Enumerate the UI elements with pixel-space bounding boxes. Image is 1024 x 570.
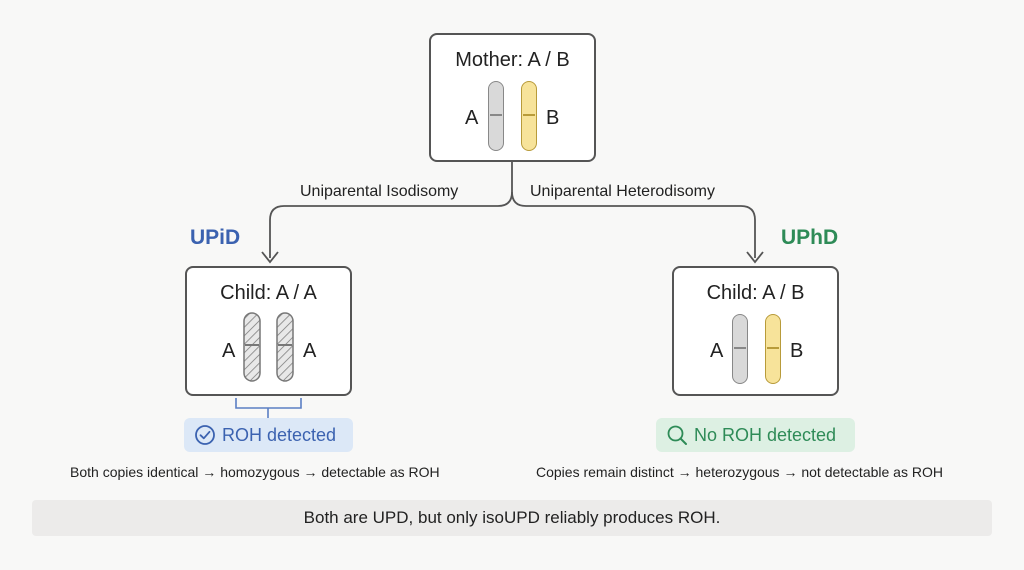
identical-bracket bbox=[235, 398, 302, 420]
upid-child-box: Child: A / A A A bbox=[185, 266, 352, 396]
upid-caption: Both copies identical → homozygous → det… bbox=[70, 464, 440, 480]
upid-tag: UPiD bbox=[190, 226, 241, 249]
no-roh-detected-text: No ROH detected bbox=[694, 424, 837, 445]
check-circle-icon bbox=[195, 425, 215, 445]
mother-chromosome-b bbox=[521, 81, 537, 151]
uphd-allele-right: B bbox=[790, 340, 804, 362]
mother-title: Mother: A / B bbox=[455, 49, 570, 71]
uphd-caption: Copies remain distinct → heterozygous → … bbox=[536, 464, 943, 480]
heterodisomy-branch bbox=[511, 191, 756, 258]
mother-allele-right: B bbox=[546, 107, 560, 129]
magnifier-icon bbox=[667, 425, 687, 445]
upid-allele-left: A bbox=[222, 340, 236, 362]
uphd-allele-left: A bbox=[710, 340, 724, 362]
uphd-child-box: Child: A / B A B bbox=[672, 266, 839, 396]
upid-chromosome-a2 bbox=[276, 312, 294, 382]
isodisomy-label: Uniparental Isodisomy bbox=[300, 183, 459, 200]
uphd-chromosome-a bbox=[732, 314, 748, 384]
summary-footer: Both are UPD, but only isoUPD reliably p… bbox=[32, 500, 992, 536]
uphd-chromosome-b bbox=[765, 314, 781, 384]
uphd-tag: UPhD bbox=[781, 226, 839, 249]
upid-chromosome-a1 bbox=[243, 312, 261, 382]
mother-allele-left: A bbox=[465, 107, 479, 129]
mother-box: Mother: A / B A B bbox=[429, 33, 596, 162]
mother-chromosome-a bbox=[488, 81, 504, 151]
roh-detected-badge: ROH detected bbox=[184, 418, 353, 452]
isodisomy-branch bbox=[269, 161, 513, 258]
arrowhead-right bbox=[746, 251, 764, 264]
uphd-child-title: Child: A / B bbox=[706, 282, 805, 304]
upid-child-title: Child: A / A bbox=[220, 282, 317, 304]
heterodisomy-label: Uniparental Heterodisomy bbox=[530, 183, 715, 200]
arrowhead-left bbox=[261, 251, 279, 264]
upid-allele-right: A bbox=[303, 340, 317, 362]
roh-detected-text: ROH detected bbox=[222, 424, 337, 445]
no-roh-detected-badge: No ROH detected bbox=[656, 418, 855, 452]
